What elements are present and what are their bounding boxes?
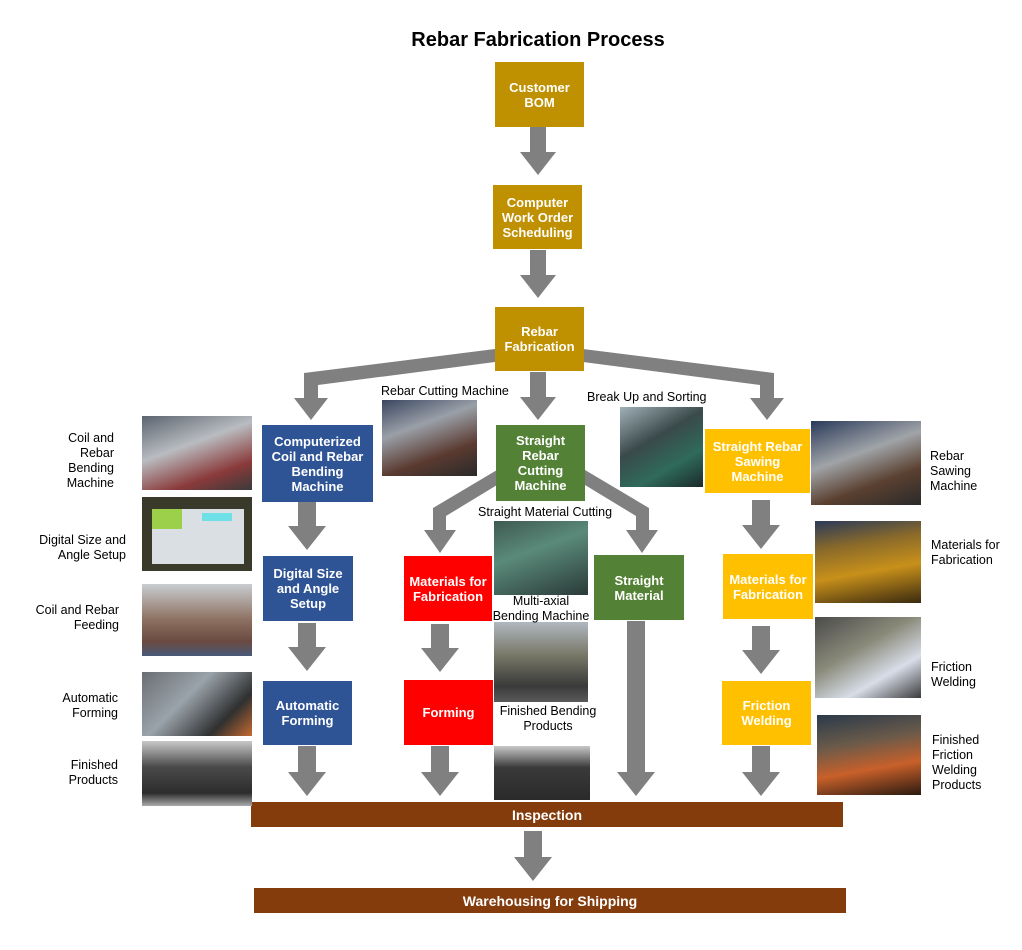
straight-material-box: Straight Material	[594, 555, 684, 620]
inspection-bar: Inspection	[251, 802, 843, 827]
label-break-up-sorting: Break Up and Sorting	[587, 390, 707, 404]
customer-bom-box: Customer BOM	[495, 62, 584, 127]
straight-cutting-machine-box: Straight Rebar Cutting Machine	[496, 425, 585, 501]
label-finished-welding: Finished Friction Welding Products	[932, 733, 982, 792]
photo-rebar-cutting	[382, 400, 477, 476]
screen-green-area	[152, 509, 182, 529]
work-order-box: Computer Work Order Scheduling	[493, 185, 582, 249]
friction-welding-box: Friction Welding	[722, 681, 811, 745]
label-straight-cutting: Straight Material Cutting	[478, 505, 613, 519]
automatic-forming-box: Automatic Forming	[263, 681, 352, 745]
sawing-machine-box: Straight Rebar Sawing Machine	[705, 429, 810, 493]
bending-machine-label: Computerized Coil and Rebar Bending Mach…	[271, 433, 364, 494]
straight-cutting-machine-label: Straight Rebar Cutting Machine	[514, 433, 567, 493]
photo-finished-products	[142, 741, 252, 806]
rebar-fabrication-label: Rebar Fabrication	[504, 324, 575, 354]
photo-finished-welding	[817, 715, 921, 795]
arrow-schedule-to-fabrication	[520, 250, 556, 298]
label-finished-bending: Finished Bending Products	[499, 704, 597, 733]
automatic-forming-label: Automatic Forming	[275, 698, 340, 728]
arrow-materials-to-forming	[421, 624, 459, 672]
forming-box: Forming	[404, 680, 493, 745]
arrow-fabrication-to-cutting	[520, 372, 556, 420]
straight-material-label: Straight Material	[614, 572, 664, 603]
arrow-bom-to-schedule	[520, 127, 556, 175]
label-digital-setup: Digital Size and Angle Setup	[39, 533, 126, 562]
arrow-fabrication-to-bending	[294, 349, 495, 420]
warehousing-bar: Warehousing for Shipping	[254, 888, 846, 913]
arrow-cutting-to-straight	[585, 470, 658, 553]
arrow-forming-to-inspection	[288, 746, 326, 796]
label-multi-axial: Multi-axial Bending Machine	[492, 594, 590, 623]
label-materials-fabrication: Materials for Fabrication	[931, 538, 1000, 567]
photo-straight-cutting	[494, 521, 588, 595]
warehousing-label: Warehousing for Shipping	[462, 892, 638, 909]
inspection-label: Inspection	[511, 806, 582, 823]
label-rebar-cutting: Rebar Cutting Machine	[381, 384, 509, 398]
photo-finished-bending	[494, 746, 590, 800]
diagram-title: Rebar Fabrication Process	[411, 29, 665, 51]
rebar-fabrication-box: Rebar Fabrication	[495, 307, 584, 371]
work-order-label: Computer Work Order Scheduling	[501, 194, 574, 240]
label-coil-feeding: Coil and Rebar Feeding	[35, 603, 119, 632]
arrow-materials-to-welding	[742, 626, 780, 674]
arrow-bending-to-setup	[288, 502, 326, 550]
arrow-setup-to-forming	[288, 623, 326, 671]
label-finished-products: Finished Products	[68, 758, 118, 787]
arrow-cutting-to-materials	[424, 470, 497, 553]
size-angle-setup-label: Digital Size and Angle Setup	[273, 566, 343, 611]
red-materials-box: Materials for Fabrication	[404, 556, 492, 621]
bending-machine-box: Computerized Coil and Rebar Bending Mach…	[262, 425, 373, 502]
arrow-fabrication-to-sawing	[583, 349, 784, 420]
photo-coil-feeding	[142, 584, 252, 656]
forming-label: Forming	[422, 705, 475, 720]
screen-cyan-area	[202, 513, 232, 521]
arrow-red-forming-to-inspection	[421, 746, 459, 796]
sawing-machine-label: Straight Rebar Sawing Machine	[712, 438, 803, 484]
size-angle-setup-box: Digital Size and Angle Setup	[263, 556, 353, 621]
customer-bom-label: Customer BOM	[509, 79, 570, 110]
arrow-inspection-to-warehousing	[514, 831, 552, 881]
photo-digital-setup	[142, 497, 252, 571]
yellow-materials-label: Materials for Fabrication	[729, 571, 807, 602]
label-coil-bending-machine: Coil and Rebar Bending Machine	[66, 431, 114, 490]
friction-welding-label: Friction Welding	[741, 698, 792, 728]
arrow-straight-to-inspection	[617, 621, 655, 796]
yellow-materials-box: Materials for Fabrication	[723, 554, 813, 619]
photo-multi-axial	[494, 622, 588, 702]
label-sawing-machine: Rebar Sawing Machine	[930, 449, 978, 493]
photo-friction-welding	[815, 617, 921, 698]
photo-bending-machine	[142, 416, 252, 490]
photo-sawing-machine	[811, 421, 921, 505]
photo-automatic-forming	[142, 672, 252, 736]
label-friction-welding: Friction Welding	[931, 660, 976, 689]
arrow-welding-to-inspection	[742, 746, 780, 796]
photo-break-up-sorting	[620, 407, 703, 487]
label-automatic-forming: Automatic Forming	[62, 691, 118, 720]
arrow-sawing-to-materials	[742, 500, 780, 549]
photo-materials-fabrication	[815, 521, 921, 603]
red-materials-label: Materials for Fabrication	[409, 573, 487, 604]
